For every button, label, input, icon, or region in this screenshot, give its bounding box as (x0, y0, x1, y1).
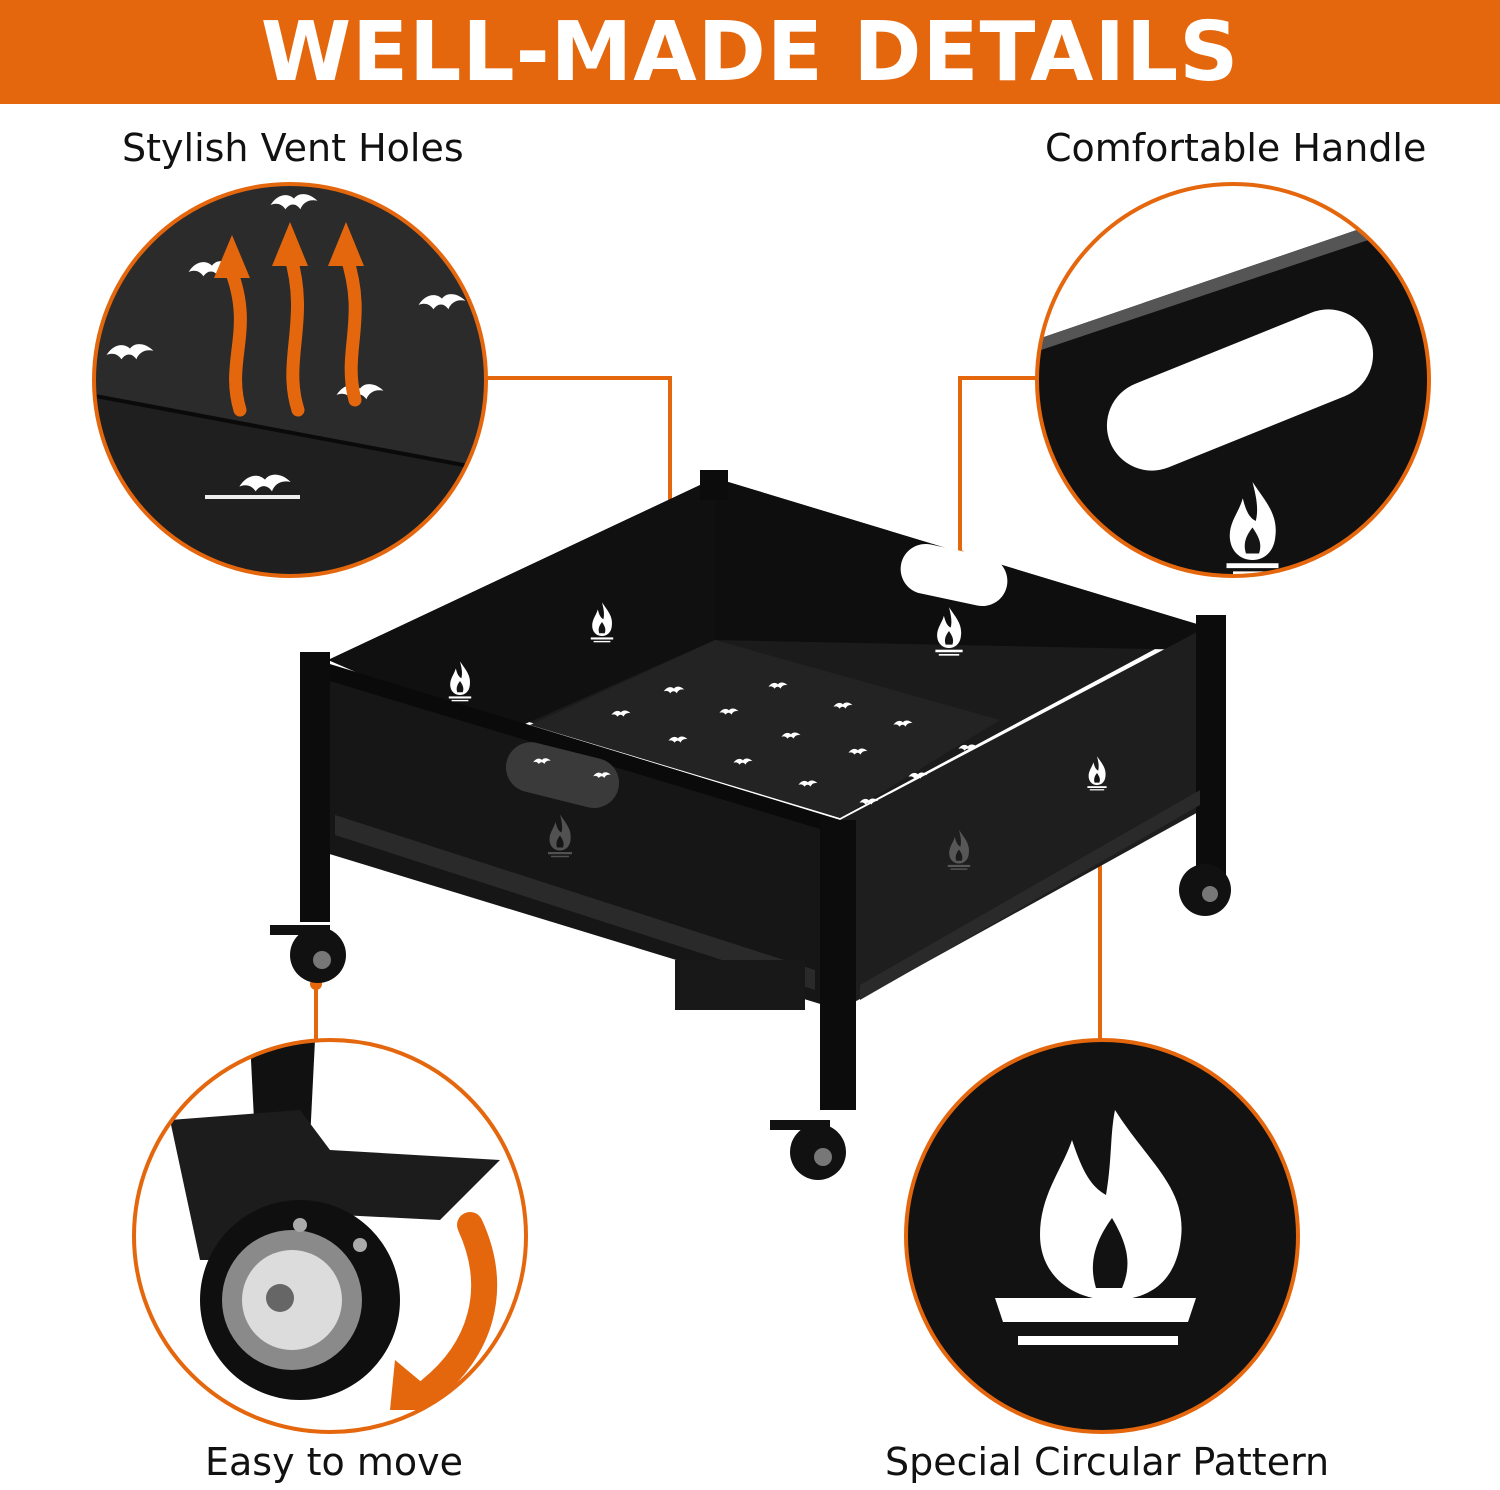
title-banner: WELL-MADE DETAILS (0, 0, 1500, 104)
handle-callout (1035, 182, 1431, 578)
caster-wheels (270, 864, 1231, 1180)
vent-holes-callout (92, 182, 488, 578)
easy-move-callout (132, 1038, 528, 1434)
vent-holes-label: Stylish Vent Holes (122, 126, 464, 170)
pattern-label: Special Circular Pattern (885, 1440, 1330, 1484)
easy-move-label: Easy to move (205, 1440, 464, 1484)
page-title: WELL-MADE DETAILS (260, 4, 1240, 100)
fire-pit-product (270, 470, 1231, 1180)
handle-connector (958, 376, 1038, 555)
pattern-callout (904, 1038, 1300, 1434)
handle-label: Comfortable Handle (1045, 126, 1427, 170)
fire-pattern-icon (995, 1110, 1196, 1345)
